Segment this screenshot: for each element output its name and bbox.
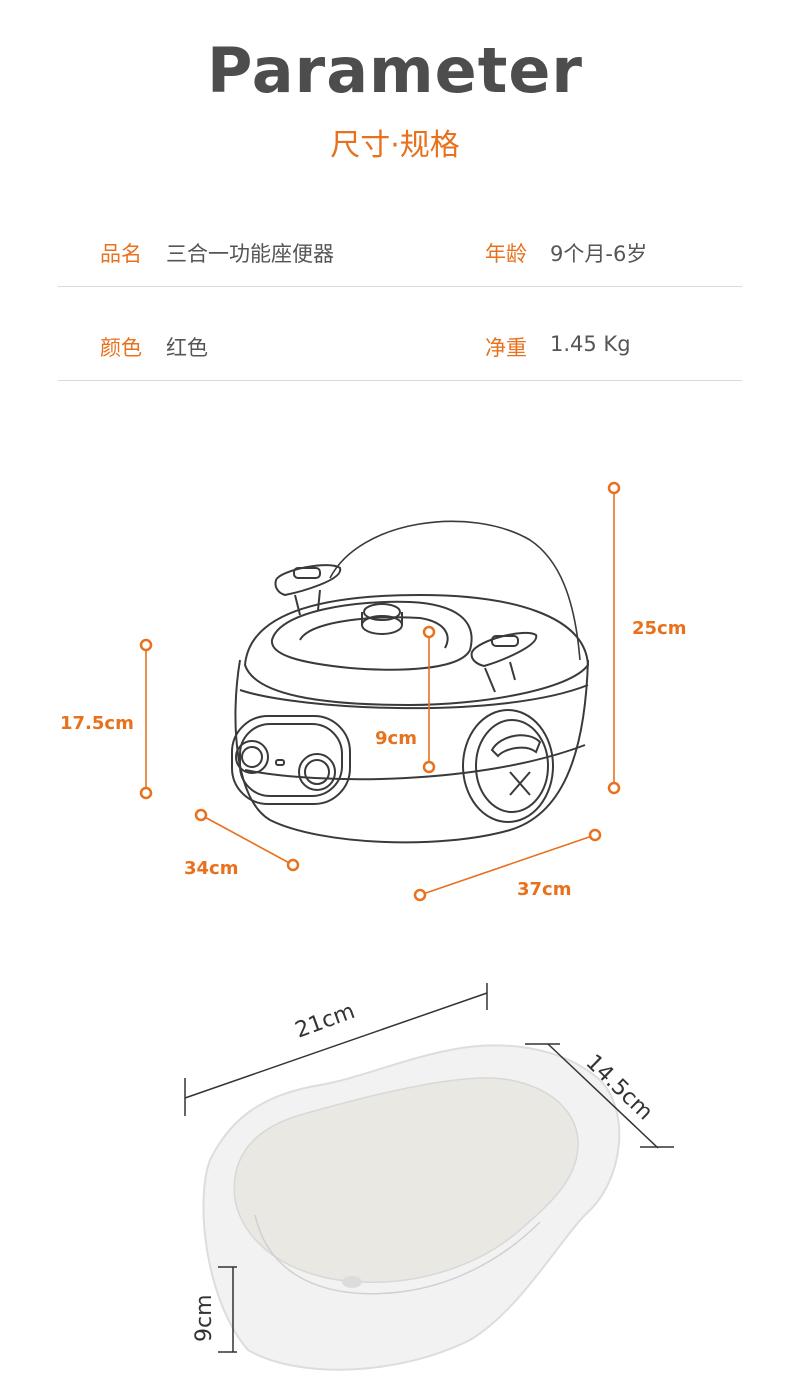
dim-line-14-5cm [547,1043,659,1149]
spec-label-name: 品名 [100,242,142,266]
bowl-label-9cm: 9cm [192,1294,217,1342]
dim-label-17-5cm: 17.5cm [60,713,134,734]
dim-dot [286,858,300,872]
spec-label-color: 颜色 [100,336,142,360]
dim-dot [588,828,602,842]
dim-line-34cm [200,814,294,866]
dim-label-34cm: 34cm [184,858,239,879]
spec-value-name: 三合一功能座便器 [166,242,334,266]
page-subtitle: 尺寸·规格 [330,128,460,163]
spec-row-1: 品名 三合一功能座便器 年龄 9个月-6岁 [58,192,742,287]
dim-dot [422,625,436,639]
dim-dot [607,481,621,495]
potty-outline [231,520,590,844]
dim-dot [139,786,153,800]
dim-label-9cm: 9cm [375,728,417,749]
dim-dot [422,760,436,774]
dim-dot [607,781,621,795]
spec-label-age: 年龄 [485,242,527,266]
bowl-image [202,1044,621,1371]
spec-row-2: 颜色 红色 净重 1.45 Kg [58,286,742,381]
potty-dimension-lines [139,481,621,902]
page-title: Parameter [207,34,583,107]
spec-label-weight: 净重 [485,336,527,360]
spec-value-age: 9个月-6岁 [550,242,648,266]
dim-label-37cm: 37cm [517,879,572,900]
dim-dot [194,808,208,822]
spec-value-weight: 1.45 Kg [550,332,631,356]
dim-label-25cm: 25cm [632,618,687,639]
bowl-dimension-lines [184,983,674,1353]
dim-dot [139,638,153,652]
dim-line-37cm [419,834,596,896]
dim-line-21cm [184,992,488,1099]
spec-value-color: 红色 [166,336,208,360]
dim-dot [413,888,427,902]
